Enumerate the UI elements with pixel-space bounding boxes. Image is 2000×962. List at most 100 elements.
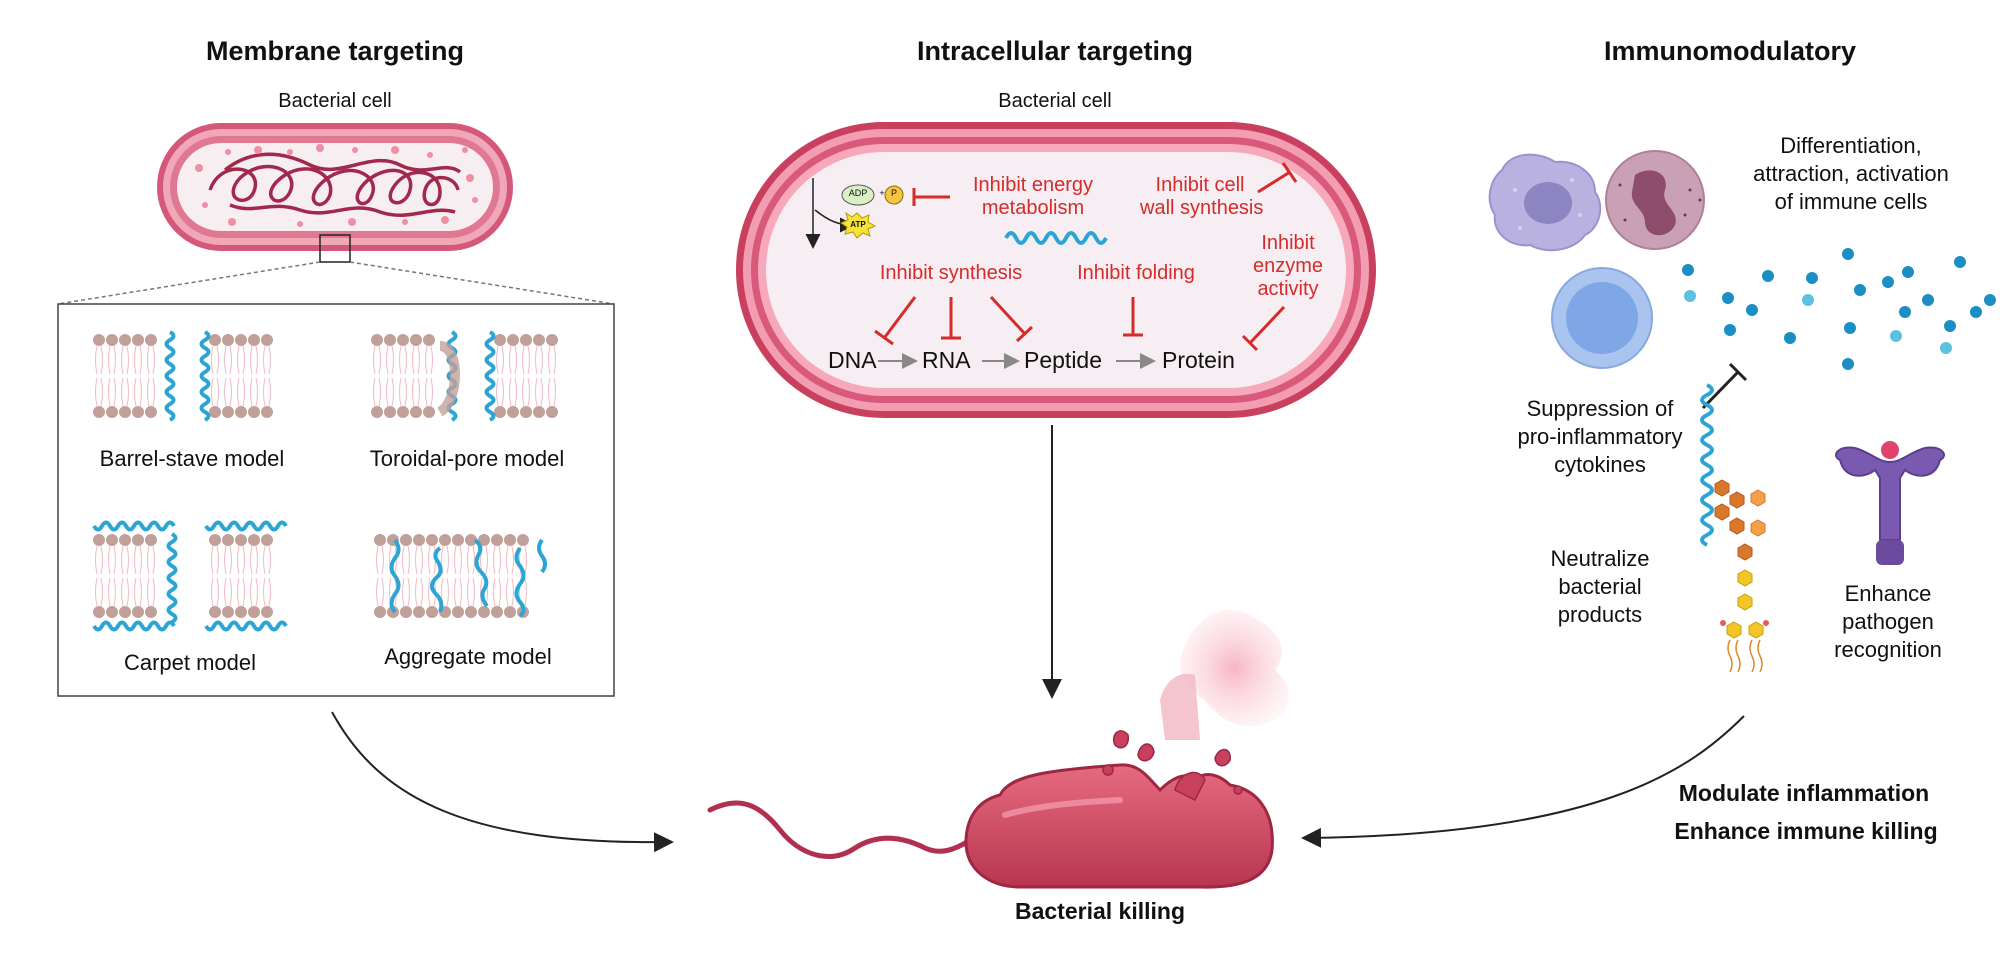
intracellular-cell-label: Bacterial cell — [998, 90, 1112, 112]
inhibit-energy-label: Inhibit energy metabolism — [972, 174, 1094, 219]
burst-fragments — [1102, 730, 1243, 802]
aggregate-helix-1 — [389, 538, 401, 614]
carpet-helix-bottom-left — [92, 620, 176, 632]
toroidal-curvature — [436, 341, 460, 417]
inhibit-enzyme-label: Inhibit enzyme activity — [1252, 232, 1324, 300]
carpet-helix-top-left — [92, 520, 176, 532]
enhance-label: Enhance pathogen recognition — [1834, 581, 1942, 662]
cytokine-dot — [1682, 264, 1694, 276]
cytokine-dot — [1746, 304, 1758, 316]
zoom-line-right — [349, 261, 615, 305]
barrel-stave-label: Barrel-stave model — [99, 446, 285, 471]
carpet-helix-vertical — [166, 532, 178, 624]
cytokine-dot — [1762, 270, 1774, 282]
cytokine-dot — [1784, 332, 1796, 344]
atp-text: ATP — [850, 220, 866, 229]
aggregate-helix-4 — [514, 546, 526, 618]
barrel-stave-helix-2 — [199, 330, 211, 422]
peptide-label: Peptide — [1024, 347, 1103, 373]
aggregate-helix-5 — [537, 538, 547, 574]
cytokine-dot — [1842, 248, 1854, 260]
flagellum — [707, 800, 973, 859]
cytokine-dot — [1882, 276, 1894, 288]
cytokine-dot — [1944, 320, 1956, 332]
cytokine-dot — [1890, 330, 1902, 342]
membrane-cell-label: Bacterial cell — [278, 90, 392, 112]
cytoplasm-dots — [195, 144, 478, 227]
adp-text: ADP — [848, 188, 868, 198]
barrel-stave-helix-1 — [164, 330, 176, 422]
cytokine-dot — [1724, 324, 1736, 336]
bacterial-killing-label: Bacterial killing — [1014, 898, 1185, 924]
cytokine-dot — [1806, 272, 1818, 284]
cytokine-dots — [1682, 248, 1996, 370]
differentiation-label: Differentiation, attraction, activation … — [1753, 133, 1949, 214]
barrel-stave-bilayer-right — [209, 334, 273, 418]
neutralize-label: Neutralize bacterial products — [1550, 546, 1650, 627]
toroidal-bilayer-left — [371, 334, 435, 418]
carpet-helix-top-right — [204, 520, 288, 532]
cytokine-dot — [1722, 292, 1734, 304]
cytokine-dot — [1802, 294, 1814, 306]
arrow-immuno-to-killing — [1301, 715, 1745, 848]
lysed-bacterium — [707, 610, 1290, 889]
cytokine-dot — [1902, 266, 1914, 278]
membrane-bacterial-cell — [157, 123, 513, 263]
amp-helix — [1004, 231, 1108, 245]
carpet-model-label: Carpet model — [123, 650, 257, 675]
aggregate-helix-3 — [473, 538, 489, 608]
phosphate-molecule — [884, 185, 904, 205]
toroidal-bilayer-right — [494, 334, 558, 418]
zoom-line-left — [57, 261, 321, 305]
arrow-membrane-to-killing — [331, 711, 674, 853]
suppression-inhibition-mark — [1701, 362, 1748, 410]
inhibit-folding-label: Inhibit folding — [1077, 262, 1195, 284]
modulate-inflammation-label: Modulate inflammation — [1678, 780, 1930, 806]
inhibit-cell-wall-label: Inhibit cell wall synthesis — [1140, 174, 1264, 219]
cytokine-dot — [1970, 306, 1982, 318]
membrane-models-box — [57, 303, 615, 697]
cytokine-dot — [1984, 294, 1996, 306]
aggregate-helix-2 — [430, 546, 444, 613]
cytokine-dot — [1954, 256, 1966, 268]
cytokine-dot — [1842, 358, 1854, 370]
rna-label: RNA — [922, 347, 971, 373]
carpet-bilayer-left — [93, 534, 157, 618]
dna-label: DNA — [828, 347, 877, 373]
carpet-helix-bottom-right — [204, 620, 288, 632]
carpet-bilayer-right — [209, 534, 273, 618]
cytokine-dot — [1922, 294, 1934, 306]
protein-label: Protein — [1162, 347, 1235, 373]
atp-cycle — [805, 178, 950, 249]
dna-tangle — [208, 152, 462, 217]
barrel-stave-bilayer-left — [93, 334, 157, 418]
immunomodulatory-title: Immunomodulatory — [1603, 36, 1856, 66]
cytokine-dot — [1844, 322, 1856, 334]
p-text: P — [890, 188, 897, 198]
atp-star — [839, 211, 877, 239]
suppression-label: Suppression of pro-inflammatory cytokine… — [1517, 396, 1683, 477]
plus-text: + — [879, 188, 885, 198]
bacterium-body — [964, 763, 1274, 889]
inhibit-synthesis-label: Inhibit synthesis — [879, 262, 1023, 284]
cytokine-dot — [1684, 290, 1696, 302]
inhibition-marks — [874, 162, 1298, 352]
cytokine-dot — [1940, 342, 1952, 354]
neutrophil-cell — [1605, 150, 1705, 250]
cytokine-dot — [1899, 306, 1911, 318]
intracellular-targeting-title: Intracellular targeting — [916, 36, 1194, 66]
macrophage-cell — [1488, 153, 1602, 252]
zoom-box — [319, 234, 351, 263]
toroidal-helix-2 — [484, 330, 496, 422]
toroidal-pore-label: Toroidal-pore model — [369, 446, 565, 471]
cytokine-dot — [1854, 284, 1866, 296]
aggregate-model-label: Aggregate model — [384, 644, 552, 669]
membrane-models — [92, 330, 558, 632]
membrane-targeting-title: Membrane targeting — [205, 36, 465, 66]
content-plume — [1179, 610, 1290, 726]
pattern-recognition-receptor — [1835, 441, 1945, 565]
lps-molecule — [1700, 383, 1769, 673]
adp-molecule — [841, 184, 875, 206]
enhance-immune-killing-label: Enhance immune killing — [1674, 818, 1938, 844]
